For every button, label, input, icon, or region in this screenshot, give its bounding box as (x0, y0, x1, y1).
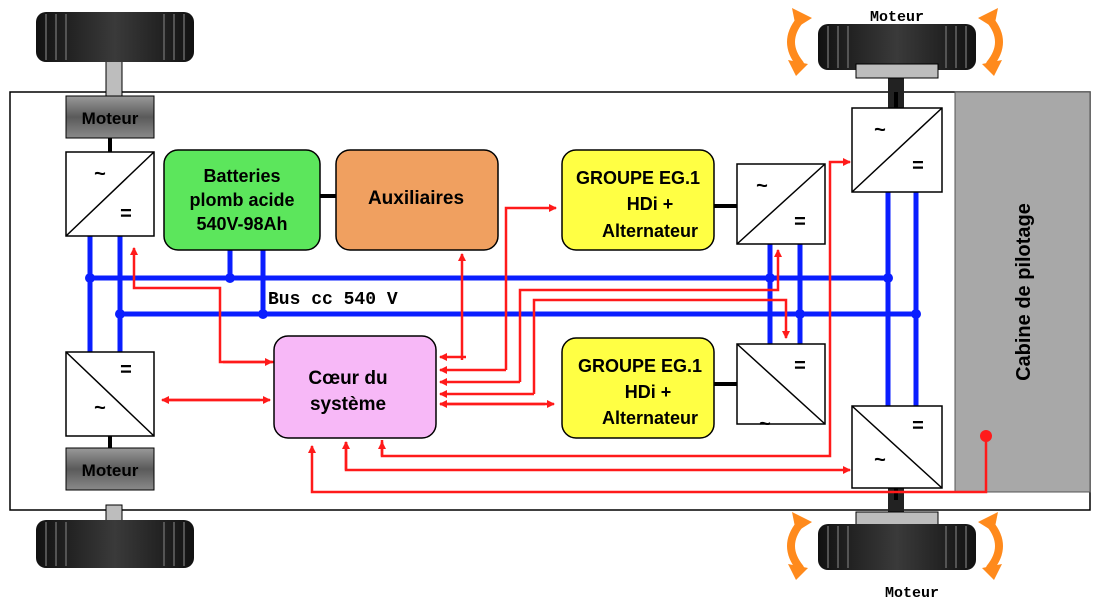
motor-label-bottom-right: Moteur (885, 585, 939, 601)
coeur-du-systeme-block: Cœur du système (273, 335, 437, 439)
groupe-top-line-3: Alternateur (602, 221, 698, 241)
coeur-line-1: Cœur du (308, 368, 387, 389)
motor-label-bottom-left: Moteur (82, 461, 139, 480)
coeur-line-2: système (310, 394, 386, 415)
batteries-line-3: 540V-98Ah (196, 214, 287, 234)
svg-text:~: ~ (759, 413, 771, 435)
converter-left-top: ~ = (65, 151, 155, 237)
svg-text:=: = (912, 415, 924, 437)
converter-right-top: ~ = (851, 107, 943, 193)
wheel-top-right (818, 24, 976, 79)
converter-left-bottom: = ~ (65, 351, 155, 437)
motor-label-top-left: Moteur (82, 109, 139, 128)
groupe-bottom-line-3: Alternateur (602, 408, 698, 428)
wheel-bottom-right (818, 511, 976, 570)
svg-text:~: ~ (874, 119, 886, 141)
black-connectors (108, 92, 898, 500)
bus-nodes (85, 273, 921, 319)
groupe-top-block: GROUPE EG.1 HDi + Alternateur (561, 149, 715, 251)
svg-text:~: ~ (94, 397, 106, 419)
cabine-label: Cabine de pilotage (1013, 203, 1035, 381)
motor-box-bottom-left (65, 447, 155, 491)
cabine-signal-node (980, 430, 992, 442)
svg-text:=: = (794, 355, 806, 377)
svg-text:=: = (912, 155, 924, 177)
groupe-top-line-1: GROUPE EG.1 (576, 168, 700, 188)
wheel-bottom-left (36, 520, 194, 568)
batteries-line-2: plomb acide (189, 190, 294, 210)
rotation-arrowheads-top (788, 8, 1002, 76)
bus-label: Bus cc 540 V (268, 290, 398, 310)
cabine-de-pilotage (954, 91, 1091, 493)
svg-text:~: ~ (874, 449, 886, 471)
batteries-line-1: Batteries (203, 166, 280, 186)
svg-text:~: ~ (94, 163, 106, 185)
auxiliaires-block: Auxiliaires (335, 149, 499, 251)
motor-label-top-right: Moteur (870, 9, 924, 26)
svg-text:=: = (120, 359, 132, 381)
converter-right-bottom: = ~ (851, 405, 943, 489)
converter-groupe-bottom: = ~ (736, 343, 826, 435)
axle-right-bottom (888, 488, 904, 518)
axle-left-top (105, 57, 123, 99)
groupe-bottom-block: GROUPE EG.1 HDi + Alternateur (561, 337, 715, 439)
svg-text:=: = (794, 211, 806, 233)
signal-lines (130, 158, 988, 494)
groupe-bottom-line-1: GROUPE EG.1 (578, 356, 702, 376)
svg-text:~: ~ (756, 175, 768, 197)
motor-box-top-left (65, 95, 155, 139)
groupe-top-line-2: HDi + (627, 194, 674, 214)
auxiliaires-label: Auxiliaires (368, 188, 464, 209)
converter-groupe-top: ~ = (736, 163, 826, 245)
bus-lines (87, 192, 919, 406)
batteries-block: Batteries plomb acide 540V-98Ah (163, 149, 321, 251)
wheel-top-left (36, 12, 194, 62)
groupe-bottom-line-2: HDi + (625, 382, 672, 402)
rotation-arrowheads-bottom (788, 512, 1002, 580)
svg-text:=: = (120, 203, 132, 225)
